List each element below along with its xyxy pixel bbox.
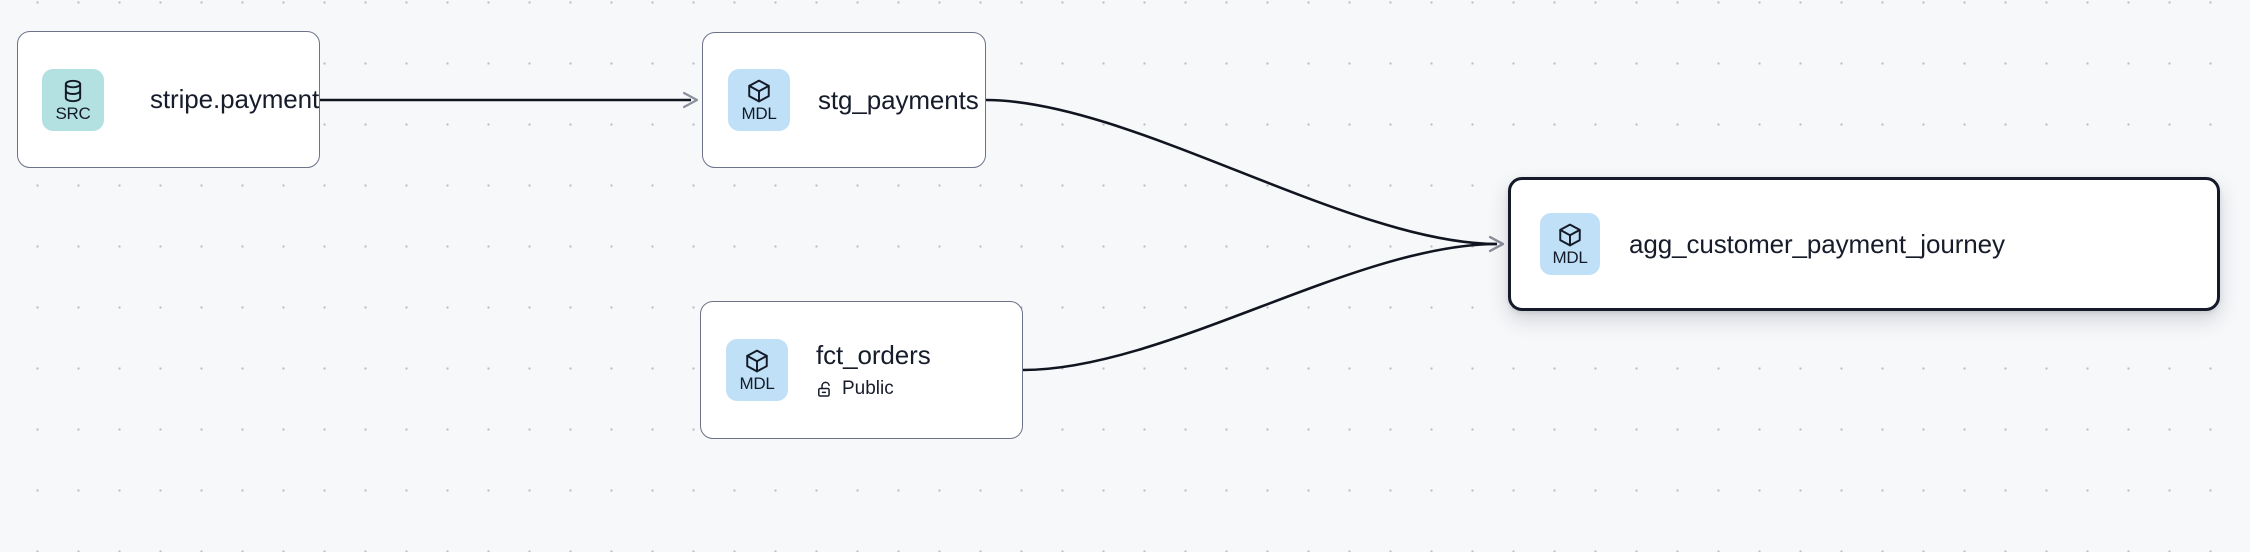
node-badge-model: MDL [1540,213,1600,275]
node-title: stripe.payment [150,84,320,114]
node-title: stg_payments [818,84,979,115]
cube-icon [744,348,770,374]
edge-stg-to-agg [985,98,1505,253]
node-badge-model: MDL [726,339,788,401]
node-body: stripe.payment [150,84,319,115]
node-badge-source: SRC [42,68,104,131]
node-badge-model: MDL [728,69,790,131]
node-body: agg_customer_payment_journey [1629,229,2005,260]
node-visibility-label: Public [842,378,894,399]
node-agg-customer-payment-journey[interactable]: MDL agg_customer_payment_journey [1508,177,2220,311]
node-stripe-payment[interactable]: SRC stripe.payment [17,31,320,168]
node-body: fct_orders Public [816,340,931,400]
database-icon [60,78,86,104]
cube-icon [1557,222,1583,248]
node-fct-orders[interactable]: MDL fct_orders Public [700,301,1023,439]
node-badge-label: MDL [1552,248,1588,267]
node-badge-label: MDL [739,374,775,393]
node-body: stg_payments [818,85,979,116]
node-badge-label: SRC [55,103,91,123]
cube-icon [746,78,772,104]
node-title: agg_customer_payment_journey [1629,228,2005,259]
node-badge-label: MDL [741,104,777,123]
node-stg-payments[interactable]: MDL stg_payments [702,32,986,168]
edge-stripe-to-stg [320,91,699,109]
edge-fct-to-agg [1022,235,1505,372]
unlock-icon [816,380,835,399]
node-visibility: Public [816,378,931,400]
node-title: fct_orders [816,340,931,370]
